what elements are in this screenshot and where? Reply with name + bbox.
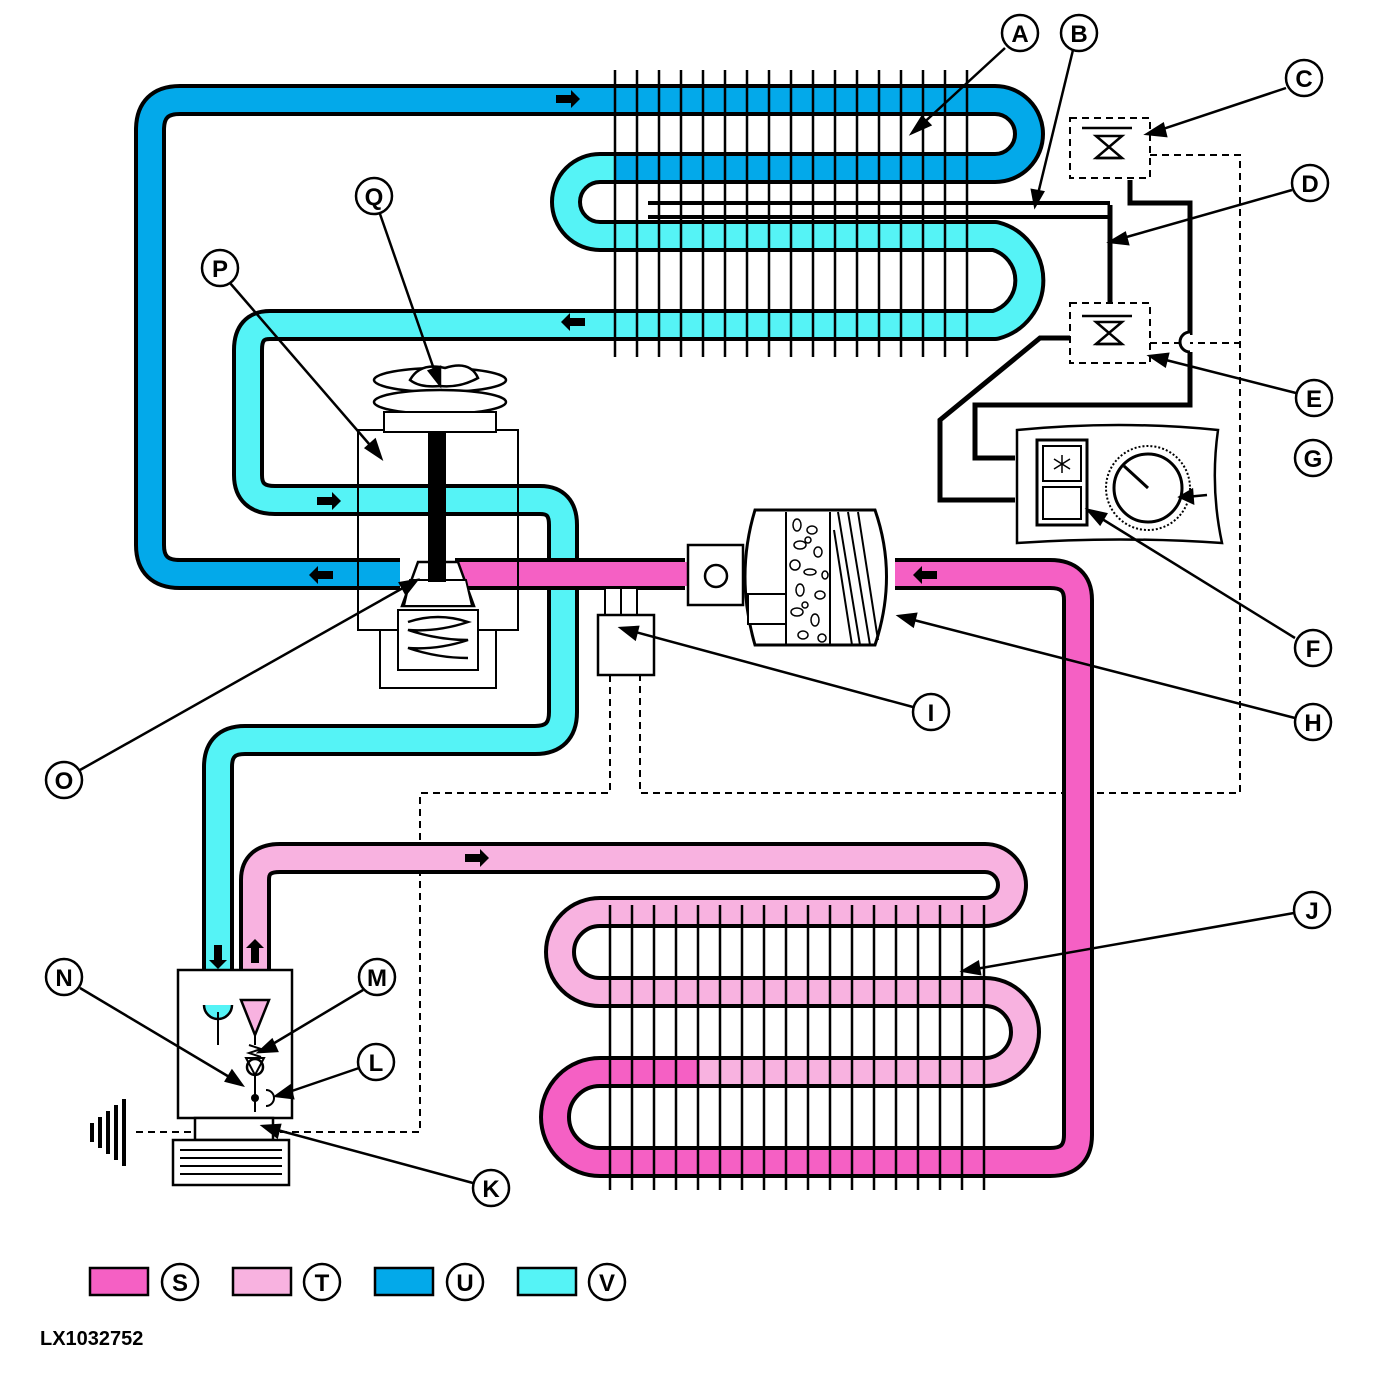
svg-text:Q: Q [365, 184, 384, 211]
compressor [171, 968, 294, 1187]
desiccant-bead [789, 559, 801, 571]
evaporator-fins [613, 70, 969, 357]
callout-B: B [1059, 13, 1099, 53]
svg-text:T: T [315, 1270, 330, 1297]
callout-H: H [1293, 702, 1333, 742]
expansion-valve [357, 364, 519, 689]
dial-icon [1105, 445, 1191, 531]
desiccant-bead [817, 633, 827, 643]
svg-text:I: I [928, 700, 935, 727]
receiver-drier [686, 508, 888, 647]
svg-text:M: M [367, 965, 387, 992]
hose-U-return [134, 84, 1045, 590]
svg-text:B: B [1070, 21, 1087, 48]
callout-J: J [1292, 890, 1332, 930]
callout-K: K [471, 1168, 511, 1208]
hose-T-discharge [239, 842, 1041, 1088]
desiccant-bead [821, 570, 829, 580]
control-wiring [135, 154, 1241, 1133]
svg-text:F: F [1306, 636, 1321, 663]
desiccant-bead [803, 568, 817, 576]
svg-text:S: S [172, 1270, 188, 1297]
svg-text:C: C [1295, 66, 1312, 93]
svg-text:E: E [1306, 386, 1322, 413]
callout-leaders [79, 47, 1297, 1185]
pressure-switch [596, 587, 656, 677]
thermal-bulb [372, 364, 508, 433]
svg-text:K: K [482, 1176, 500, 1203]
legend-item-U: U [373, 1262, 485, 1302]
callout-L: L [356, 1042, 396, 1082]
callout-I: I [911, 692, 951, 732]
legend-item-T: T [231, 1262, 342, 1302]
callout-G: G [1293, 438, 1333, 478]
svg-text:H: H [1304, 710, 1321, 737]
control-cables [937, 180, 1193, 503]
desiccant-bead [810, 613, 820, 627]
switch-C [1069, 117, 1151, 179]
condenser-fins [608, 905, 986, 1190]
desiccant-bead [793, 540, 807, 550]
switch-E [1069, 302, 1151, 364]
desiccant-bead [813, 546, 823, 558]
desiccant-bead [814, 590, 826, 600]
callout-E: E [1294, 378, 1334, 418]
legend-item-S: S [88, 1262, 200, 1302]
callout-A: A [1000, 13, 1040, 53]
svg-text:O: O [55, 768, 74, 795]
svg-text:J: J [1305, 898, 1318, 925]
flow-arrows [209, 90, 937, 969]
desiccant-bead [804, 536, 812, 544]
callout-D: D [1290, 163, 1330, 203]
check-valve-ball [245, 1057, 265, 1077]
desiccant-bead [790, 607, 804, 617]
legend-item-V: V [516, 1262, 627, 1302]
wire-crossover [1178, 330, 1191, 354]
svg-text:U: U [456, 1270, 473, 1297]
ac-switch [1035, 438, 1089, 527]
control-panel [1015, 423, 1224, 545]
callout-O: O [44, 760, 84, 800]
ground-icon [90, 1099, 126, 1166]
callout-F: F [1293, 628, 1333, 668]
svg-text:L: L [369, 1050, 384, 1077]
figure-code: LX1032752 [40, 1328, 143, 1350]
valve-stem [428, 432, 446, 582]
hose-V-suction [202, 152, 1046, 1005]
svg-text:D: D [1301, 171, 1318, 198]
svg-text:V: V [599, 1270, 615, 1297]
callout-P: P [200, 248, 240, 288]
snowflake-icon [1053, 455, 1071, 473]
callout-M: M [357, 957, 397, 997]
svg-text:G: G [1304, 446, 1323, 473]
callout-C: C [1284, 58, 1324, 98]
callout-N: N [44, 957, 84, 997]
desiccant-bead [792, 518, 802, 532]
desiccant-bead [795, 583, 805, 597]
desiccant-bead [801, 601, 809, 609]
legend: S T U V [88, 1262, 627, 1302]
svg-text:P: P [212, 256, 228, 283]
desiccant-bead [797, 630, 809, 640]
svg-text:N: N [55, 965, 72, 992]
callout-Q: Q [354, 176, 394, 216]
callouts: A B C D E F G H I J K L M N O P Q [44, 13, 1334, 1208]
svg-text:A: A [1011, 21, 1028, 48]
desiccant-bead [806, 525, 818, 535]
